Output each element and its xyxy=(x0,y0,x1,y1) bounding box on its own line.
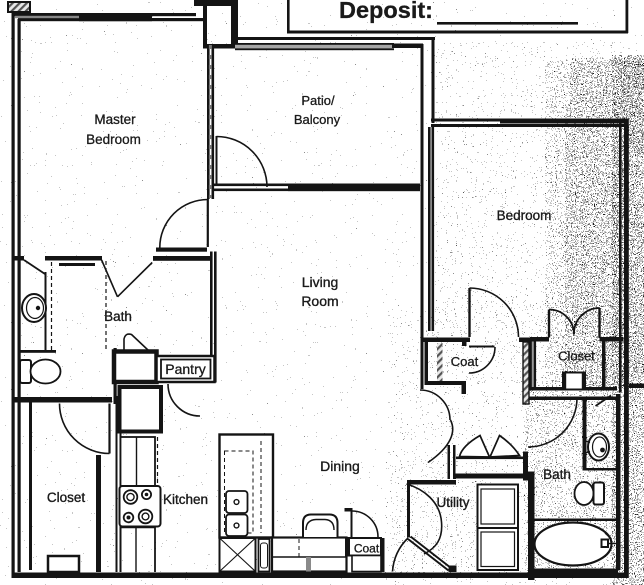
svg-text:Kitchen: Kitchen xyxy=(163,492,208,507)
svg-text:Utility: Utility xyxy=(437,495,470,510)
svg-text:Master: Master xyxy=(94,112,136,127)
svg-text:Bedroom: Bedroom xyxy=(497,208,552,223)
svg-text:Closet: Closet xyxy=(558,349,595,364)
svg-text:Balcony: Balcony xyxy=(294,112,341,127)
svg-text:Coat: Coat xyxy=(451,354,479,369)
svg-text:Patio/: Patio/ xyxy=(301,93,335,108)
svg-text:Bedroom: Bedroom xyxy=(86,132,141,147)
svg-text:Coat: Coat xyxy=(354,542,380,556)
svg-text:Deposit:: Deposit: xyxy=(339,0,433,23)
svg-text:Room: Room xyxy=(301,293,338,309)
svg-text:Pantry: Pantry xyxy=(165,361,205,377)
svg-text:Bath: Bath xyxy=(104,309,132,324)
svg-text:Bath: Bath xyxy=(543,467,571,482)
svg-text:Dining: Dining xyxy=(320,458,360,474)
svg-text:Living: Living xyxy=(302,274,339,290)
svg-text:Closet: Closet xyxy=(47,490,86,505)
